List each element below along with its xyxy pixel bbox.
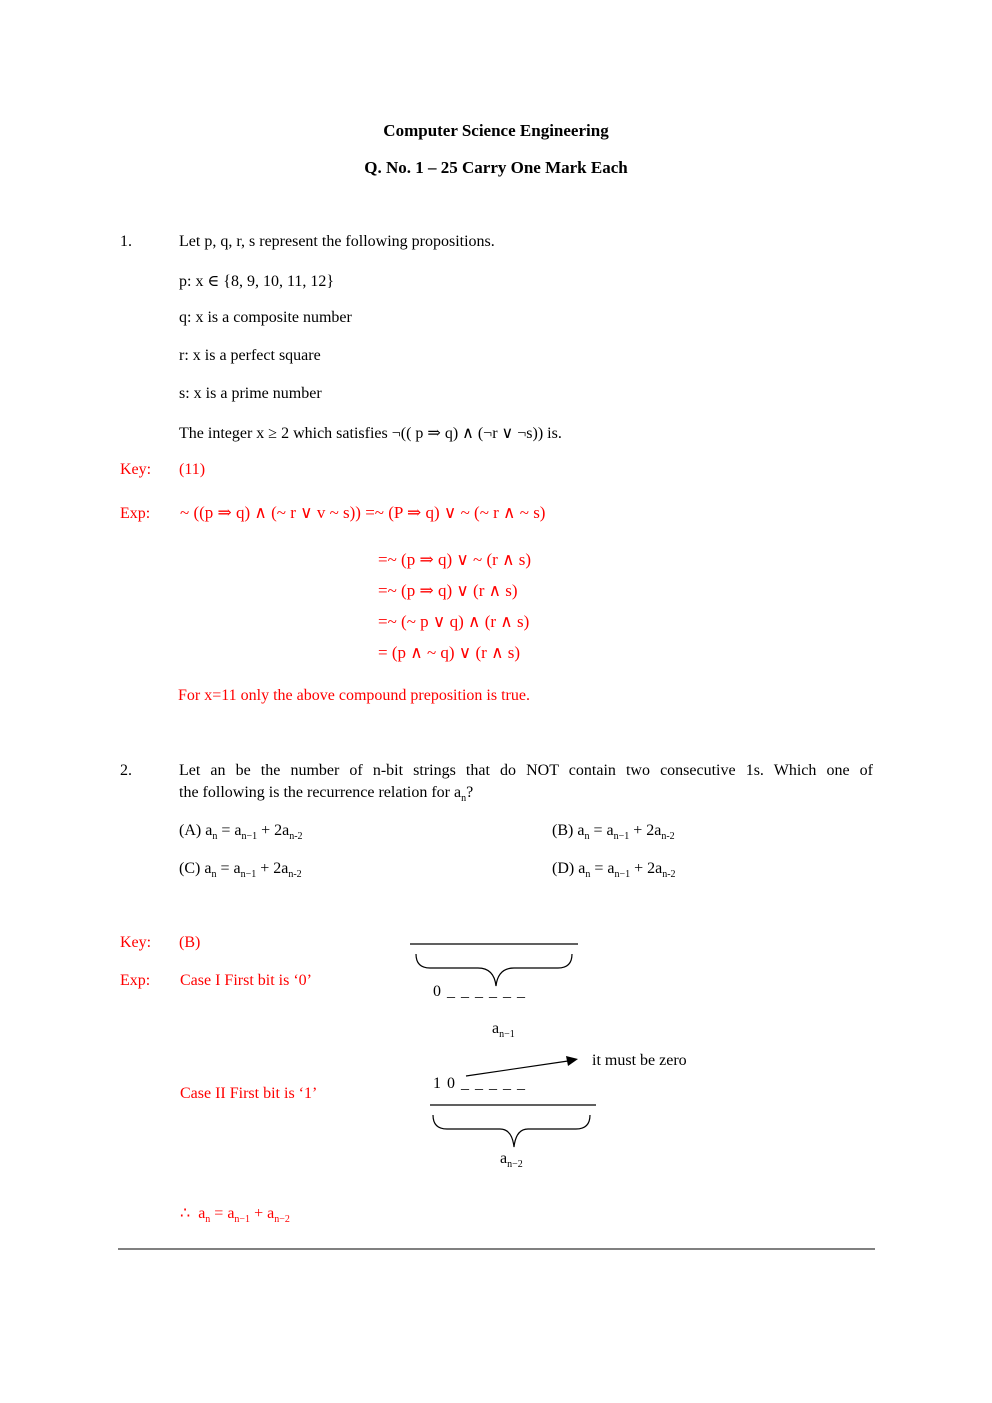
question-stem-line-1: Let an be the number of n-bit strings th… — [179, 762, 873, 779]
question-text: The integer x ≥ 2 which satisfies ¬(( p … — [179, 425, 562, 442]
proposition-r: r: x is a perfect square — [179, 347, 321, 364]
proposition-s: s: x is a prime number — [179, 385, 322, 402]
key-label: Key: — [120, 461, 152, 478]
explanation-line-4: =~ (~ p ∨ q) ∧ (r ∧ s) — [378, 612, 530, 631]
section-subtitle: Q. No. 1 – 25 Carry One Mark Each — [364, 158, 628, 177]
explanation-line-2: =~ (p ⇒ q) ∨ ~ (r ∧ s) — [378, 550, 532, 569]
case-1-brace-diagram — [410, 943, 578, 987]
case-2-label: Case II First bit is ‘1’ — [180, 1085, 318, 1102]
explanation-label: Exp: — [120, 505, 151, 522]
proposition-p: p: x ∈ {8, 9, 10, 11, 12} — [179, 273, 335, 290]
arrow-note: it must be zero — [592, 1052, 687, 1069]
result-recurrence: ∴ an = an−1 + an−2 — [180, 1205, 290, 1225]
explanation-line-5: = (p ∧ ~ q) ∨ (r ∧ s) — [378, 643, 521, 662]
case-2-count: an−2 — [500, 1150, 523, 1170]
case-1-label: Case I First bit is ‘0’ — [180, 972, 312, 989]
key-label: Key: — [120, 934, 152, 951]
key-value: (11) — [179, 461, 206, 478]
document-title: Computer Science Engineering — [383, 121, 609, 140]
explanation-conclusion: For x=11 only the above compound preposi… — [178, 687, 530, 704]
question-number: 1. — [120, 233, 132, 250]
question-stem: Let p, q, r, s represent the following p… — [179, 233, 495, 250]
option-b: (B) an = an−1 + 2an-2 — [552, 822, 675, 842]
proposition-q: q: x is a composite number — [179, 309, 352, 326]
option-d: (D) an = an−1 + 2an-2 — [552, 860, 676, 880]
explanation-line-3: =~ (p ⇒ q) ∨ (r ∧ s) — [378, 581, 518, 600]
explanation-line-1: ~ ((p ⇒ q) ∧ (~ r ∨ v ~ s)) =~ (P ⇒ q) ∨… — [180, 503, 546, 522]
case-1-count: an−1 — [492, 1020, 515, 1040]
question-number: 2. — [120, 762, 132, 779]
case-1-bits: 0 _ _ _ _ _ _ — [433, 983, 526, 1000]
explanation-label: Exp: — [120, 972, 151, 989]
question-stem-line-2: the following is the recurrence relation… — [179, 784, 474, 804]
footer-divider — [118, 1248, 875, 1250]
case-2-bits: 1 0 _ _ _ _ _ — [433, 1075, 526, 1092]
option-c: (C) an = an−1 + 2an-2 — [179, 860, 302, 880]
case-2-brace-diagram — [430, 1104, 596, 1148]
key-value: (B) — [179, 934, 201, 951]
arrow-icon — [465, 1056, 578, 1077]
option-a: (A) an = an−1 + 2an-2 — [179, 822, 303, 842]
